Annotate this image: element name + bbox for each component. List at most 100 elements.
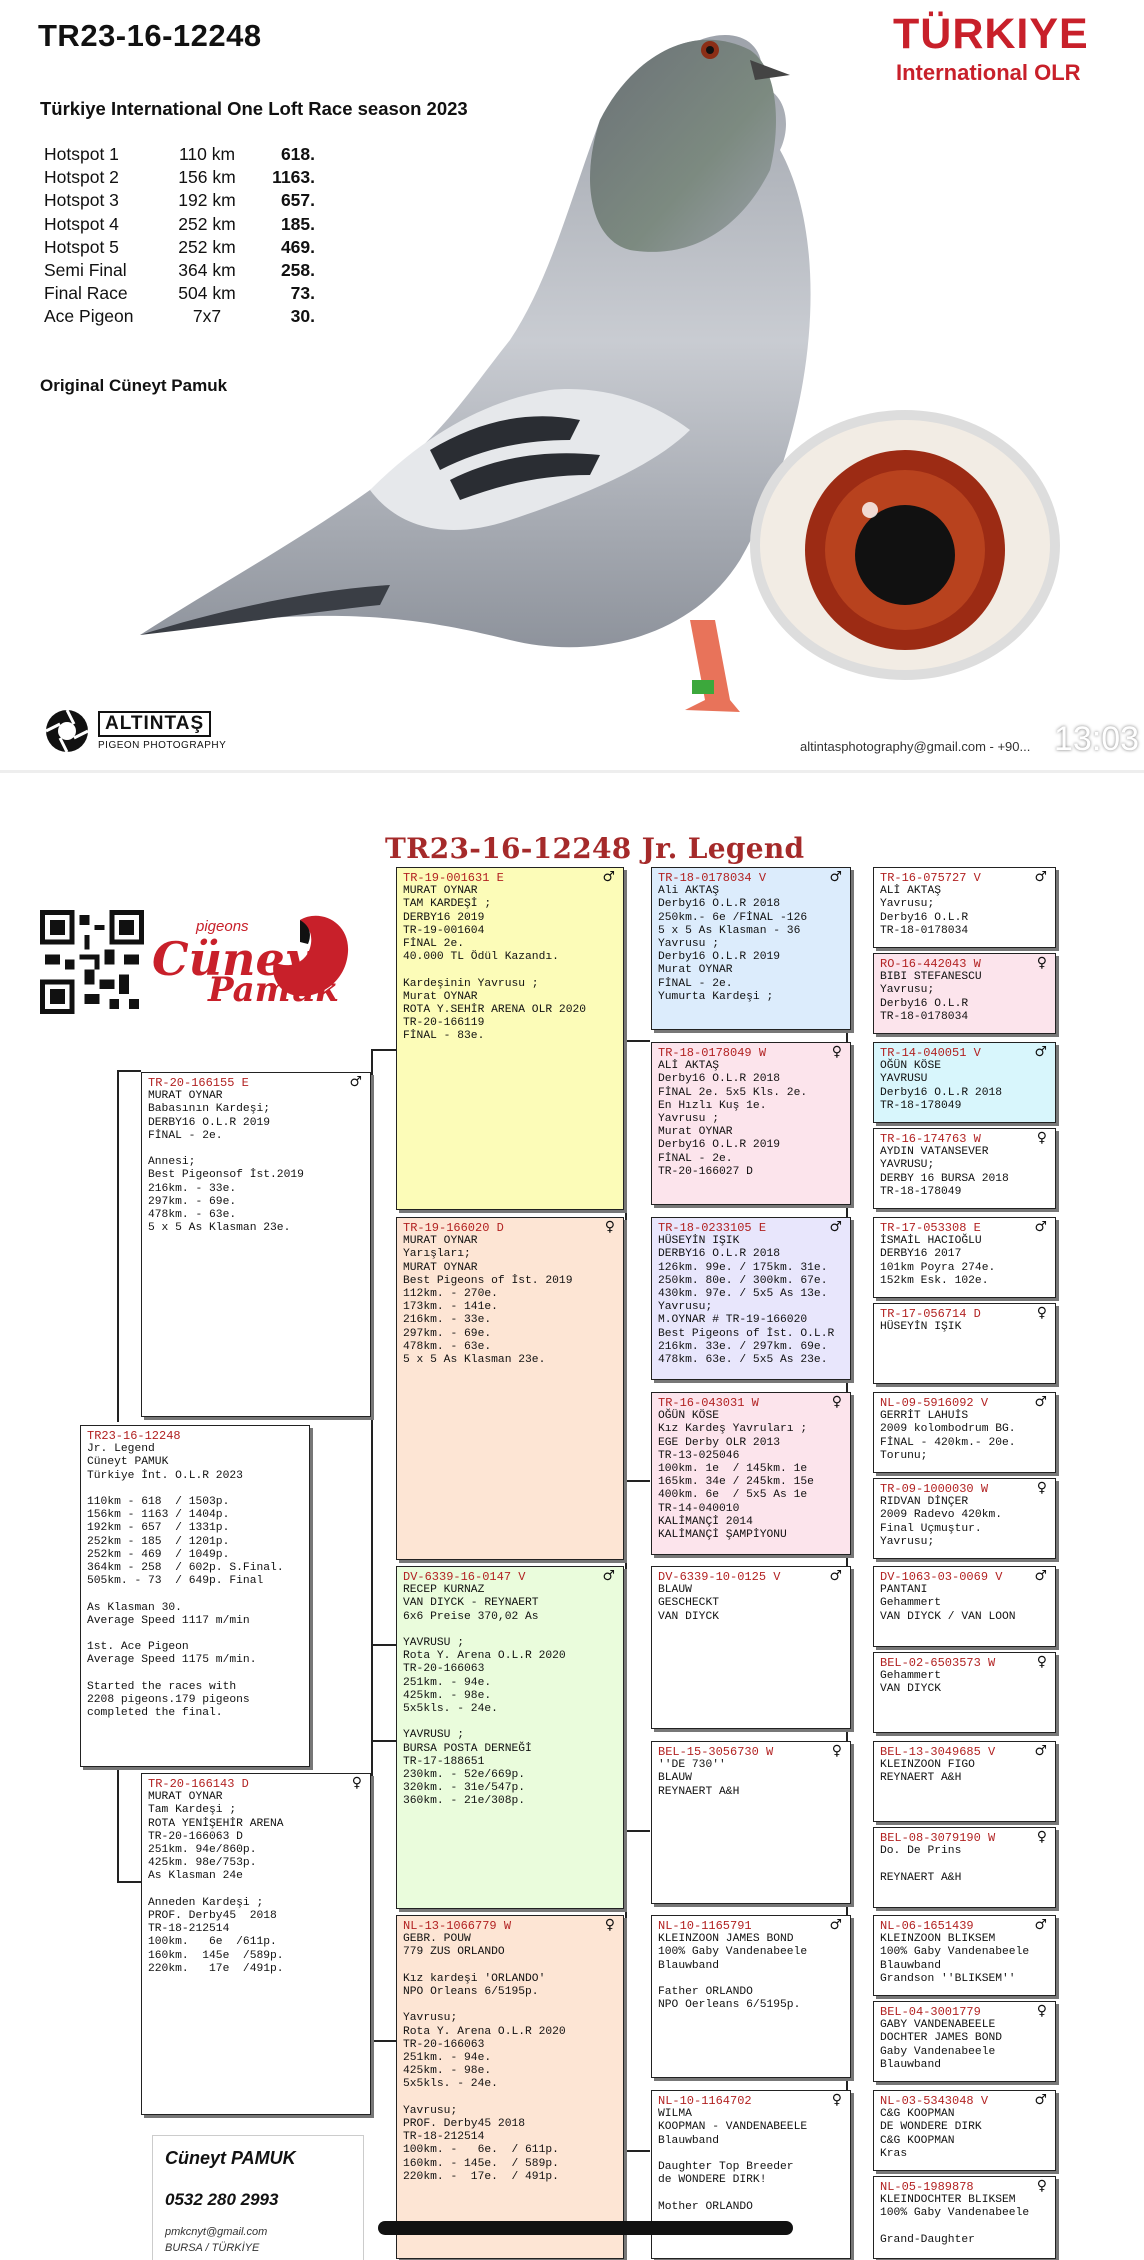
ring-number: NL-10-1164702 xyxy=(658,2094,752,2108)
sex-icon: ♀ xyxy=(1036,1305,1047,1321)
sex-icon: ♂ xyxy=(829,1917,842,1933)
tree-line xyxy=(371,2040,396,2042)
card-notes: KLEINDOCHTER BLIKSEM 100% Gaby Vandenabe… xyxy=(880,2194,1030,2246)
sex-icon: ♂ xyxy=(1034,1394,1047,1410)
sex-icon: ♀ xyxy=(831,2092,842,2108)
pigeon-eye-image xyxy=(750,410,1060,680)
qr-code-icon xyxy=(40,910,144,1014)
contact-address: BURSA / TÜRKİYE xyxy=(165,2242,260,2254)
aperture-icon xyxy=(45,709,89,753)
ring-number: NL-10-1165791 xyxy=(658,1919,752,1933)
ring-number: TR-16-075727 V xyxy=(880,871,981,885)
photographer-name: ALTINTAŞ xyxy=(98,711,212,737)
owner-name: C&G KOOPMAN xyxy=(880,2108,955,2121)
card-notes: Gehammert VAN DIYCK xyxy=(880,1670,942,1696)
result-race: Hotspot 3 xyxy=(44,190,119,211)
ring-number: BEL-13-3049685 V xyxy=(880,1745,996,1759)
owner-name: MURAT OYNAR xyxy=(148,1090,223,1103)
card-notes: Do. De Prins REYNAERT A&H xyxy=(880,1845,962,1884)
card-notes: Türkiye İnt. O.L.R 2023 110km - 618 / 15… xyxy=(87,1469,284,1720)
result-place: 258. xyxy=(280,260,315,281)
video-timestamp: 13:03 xyxy=(1054,720,1140,758)
result-place: 73. xyxy=(290,283,315,304)
ring-number: NL-05-1989878 xyxy=(880,2180,974,2194)
result-distance: 504 km xyxy=(178,283,236,304)
sex-icon: ♂ xyxy=(829,1219,842,1235)
card-notes: Kız Kardeş Yavruları ; EGE Derby OLR 201… xyxy=(658,1423,814,1542)
result-race: Hotspot 1 xyxy=(44,144,119,165)
owner-name: OĞÜN KÖSE xyxy=(880,1060,942,1073)
sex-icon: ♀ xyxy=(1036,1130,1047,1146)
ring-number: TR-16-174763 W xyxy=(880,1132,981,1146)
season-title: Türkiye International One Loft Race seas… xyxy=(40,98,468,119)
result-race: Semi Final xyxy=(44,260,127,281)
ring-number: NL-09-5916092 V xyxy=(880,1396,989,1410)
card-notes: YAVRUSU Derby16 O.L.R 2018 TR-18-178049 xyxy=(880,1073,1003,1112)
brand-subtitle: International OLR xyxy=(896,60,1081,85)
card-notes: Derby16 O.L.R 2018 FİNAL 2e. 5x5 Kls. 2e… xyxy=(658,1073,808,1178)
card-notes: BLAUW GESCHECKT VAN DIYCK xyxy=(658,1584,720,1623)
owner-name: MURAT OYNAR xyxy=(403,885,478,898)
tree-line xyxy=(371,1049,396,1051)
ring-number: NL-06-1651439 xyxy=(880,1919,974,1933)
ring-number: DV-6339-10-0125 V xyxy=(658,1570,781,1584)
sex-icon: ♂ xyxy=(829,869,842,885)
owner-name: AYDIN VATANSEVER xyxy=(880,1146,989,1159)
owner-name: GABY VANDENABEELE xyxy=(880,2019,996,2032)
tree-line xyxy=(625,1480,650,1482)
sex-icon: ♀ xyxy=(1036,955,1047,971)
sex-icon: ♀ xyxy=(1036,1829,1047,1845)
tree-line xyxy=(625,1830,650,1832)
photographer-subtitle: PIGEON PHOTOGRAPHY xyxy=(98,740,227,751)
sex-icon: ♂ xyxy=(1034,1219,1047,1235)
card-notes: KLEINZOON FIGO REYNAERT A&H xyxy=(880,1759,975,1785)
pedigree-title: TR23-16-12248 Jr. Legend xyxy=(385,832,805,865)
owner-name: HÜSEYİN IŞIK xyxy=(880,1321,962,1334)
owner-name: GEBR. POUW xyxy=(403,1933,471,1946)
card-notes: DERBY16 2017 101km Poyra 274e. 152km Esk… xyxy=(880,1248,996,1287)
tree-line xyxy=(625,1040,650,1042)
contact-card: Cüneyt PAMUK 0532 280 2993 pmkcnyt@gmail… xyxy=(152,2135,364,2260)
card-notes: DE WONDERE DIRK C&G KOOPMAN Kras xyxy=(880,2121,982,2160)
card-notes: 6x6 Preise 370,02 As YAVRUSU ; Rota Y. A… xyxy=(403,1610,566,1808)
owner-name: OĞÜN KÖSE xyxy=(658,1410,720,1423)
card-notes: Yarışları; MURAT OYNAR Best Pigeons of İ… xyxy=(403,1248,573,1367)
card-notes: PANTANI Gehammert VAN DIYCK / VAN LOON xyxy=(880,1584,1016,1623)
ring-number: TR-18-0178049 W xyxy=(658,1046,767,1060)
pigeon-image xyxy=(140,35,811,712)
result-distance: 156 km xyxy=(178,167,236,188)
sex-icon: ♀ xyxy=(604,1219,615,1235)
sex-icon: ♀ xyxy=(1036,2178,1047,2194)
brand-logo: TÜRKIYE xyxy=(893,10,1089,58)
ring-number: TR23-16-12248 xyxy=(38,18,262,53)
horizontal-scrollbar[interactable] xyxy=(378,2221,793,2235)
ring-number: TR-20-166143 D xyxy=(148,1777,249,1791)
result-race: Hotspot 5 xyxy=(44,236,119,257)
tree-line xyxy=(371,1049,373,2085)
ring-number: TR-17-056714 D xyxy=(880,1307,981,1321)
card-notes: 2009 kolombodrum BG. FİNAL - 420km.- 20e… xyxy=(880,1423,1016,1462)
ring-number: BEL-08-3079190 W xyxy=(880,1831,996,1845)
result-place: 1163. xyxy=(272,167,315,188)
card-notes: DERBY16 O.L.R 2018 126km. 99e. / 175km. … xyxy=(658,1248,835,1367)
tree-line xyxy=(117,1769,119,1881)
owner-name: İSMAİL HACIOĞLU xyxy=(880,1235,982,1248)
owner-name: Ali AKTAŞ xyxy=(658,885,720,898)
